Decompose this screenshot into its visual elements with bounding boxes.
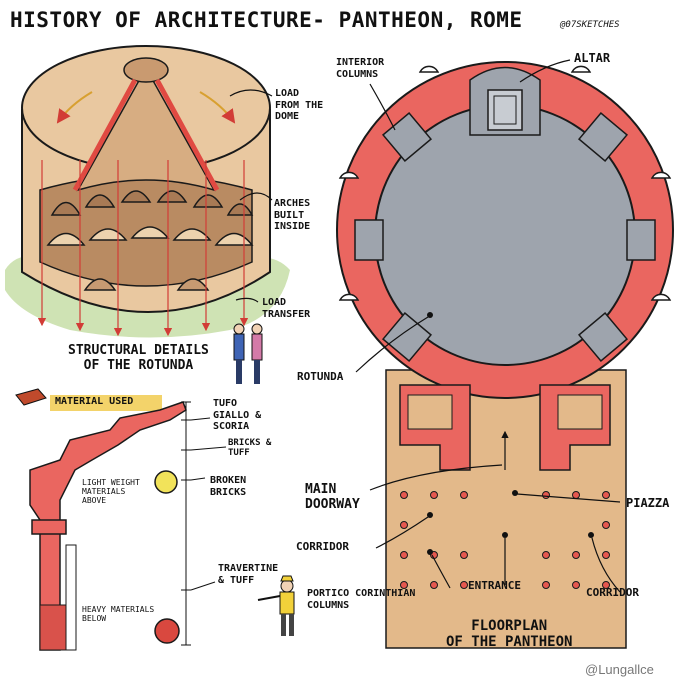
label-portico-columns: PORTICO CORINTHIAN COLUMNS [307,588,416,611]
lower-arches [46,226,254,246]
page-title: HISTORY OF ARCHITECTURE- PANTHEON, ROME [10,8,523,32]
label-rotunda: ROTUNDA [297,370,344,383]
label-arches-built-inside: ARCHES BUILT INSIDE [274,198,311,232]
label-light-weight-materials: LIGHT WEIGHT MATERIALS ABOVE [82,478,140,506]
load-transfer-arrows [37,160,249,337]
label-corridor-left: CORRIDOR [296,540,349,553]
light-material-ball [154,470,178,494]
worker-figure [257,575,295,636]
label-corridor-right: CORRIDOR [586,586,639,599]
oculus [123,57,169,83]
dome-arrow-left [56,91,93,124]
caption-structural-details: STRUCTURAL DETAILS OF THE ROTUNDA [68,343,209,373]
label-load-from-dome: LOAD FROM THE DOME [275,88,324,122]
label-broken-bricks: BROKEN BRICKS [210,475,247,498]
brick-icon [15,388,47,406]
label-altar: ALTAR [574,51,611,65]
label-entrance: ENTRANCE [468,579,521,592]
label-travertine-tuff: TRAVERTINE & TUFF [218,563,279,586]
inner-dome [76,66,216,192]
label-piazza: PIAZZA [626,496,670,510]
label-bricks-tuff: BRICKS & TUFF [228,438,272,459]
rotunda-section-drawing [5,45,290,338]
material-section-drawing [15,388,227,651]
floorplan-drawing [336,59,674,649]
label-load-transfer: LOAD TRANSFER [262,297,311,320]
author-handle: @07SKETCHES [560,20,620,30]
watermark: @Lungallce [585,662,654,677]
label-heavy-materials: HEAVY MATERIALS BELOW [82,605,155,624]
dome-arrow-right [199,91,236,124]
label-interior-columns: INTERIOR COLUMNS [336,57,385,80]
architects-figures [233,323,263,384]
material-used-badge: MATERIAL USED [55,396,134,407]
material-badge-bg [50,395,162,411]
ground-niches [83,278,210,291]
dome-load-ribs [72,78,220,192]
label-tufo-giallo: TUFO GIALLO & SCORIA [213,398,262,432]
caption-floorplan: FLOORPLAN OF THE PANTHEON [446,618,573,651]
heavy-material-ball [154,618,180,644]
label-main-doorway: MAIN DOORWAY [305,482,360,512]
